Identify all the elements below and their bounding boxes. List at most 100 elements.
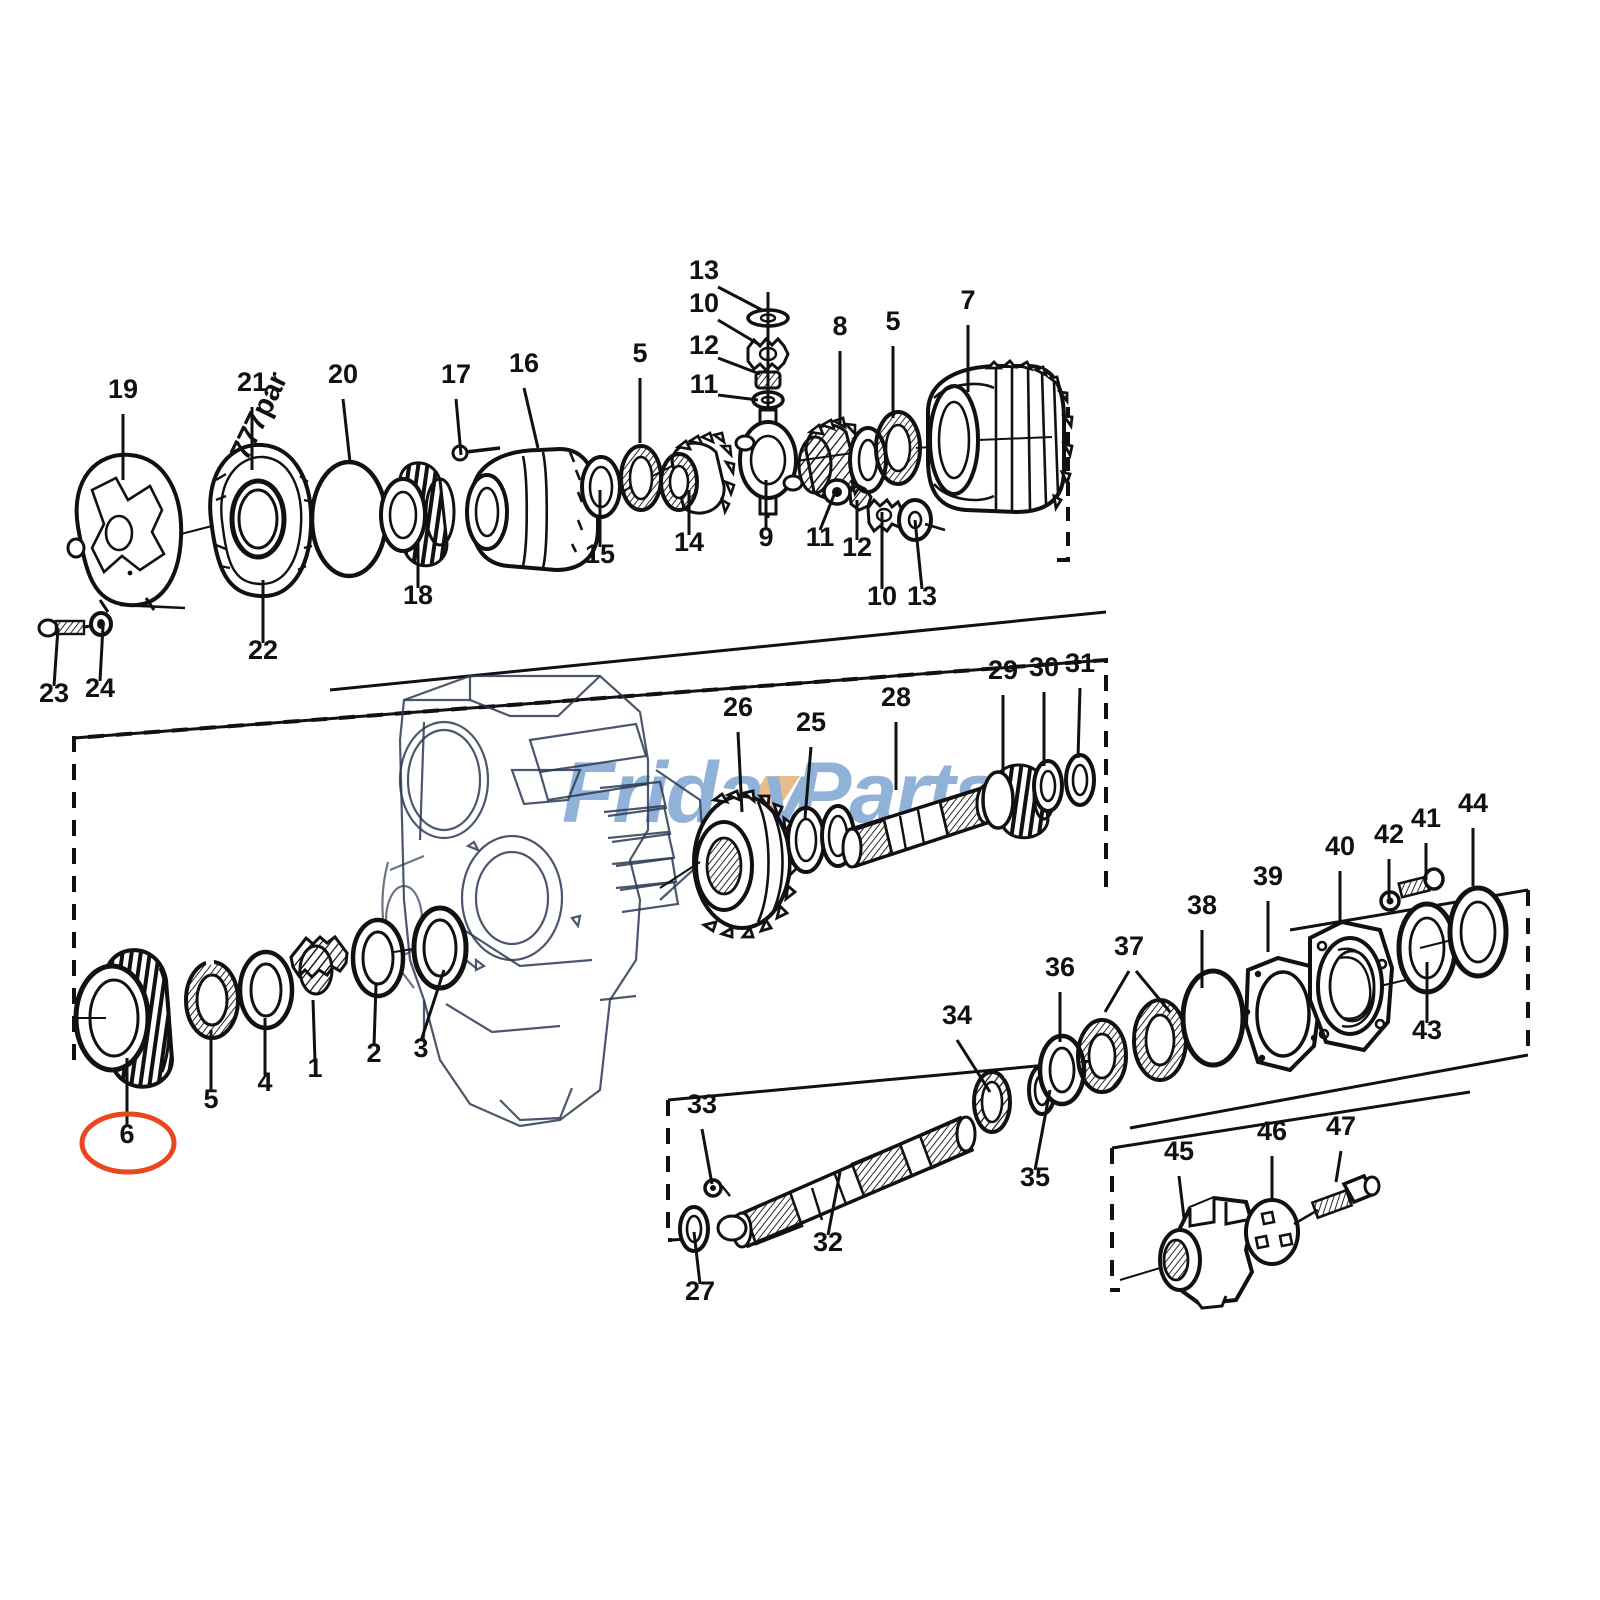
callout-31: 31 (1065, 648, 1095, 759)
callout-number: 8 (832, 311, 847, 341)
callout-14: 14 (674, 490, 704, 557)
callout-21: 21 (237, 367, 267, 470)
callout-number: 10 (867, 581, 897, 611)
callout-number: 5 (632, 338, 647, 368)
callout-number: 28 (881, 682, 911, 712)
part-11-spacer-lower (822, 478, 852, 506)
part-42-washer (1379, 890, 1401, 912)
callout-leader-line (372, 984, 378, 1047)
part-9-cross-shaft (734, 292, 861, 518)
callout-number: 11 (806, 522, 835, 552)
part-38-o-ring (1180, 968, 1246, 1068)
callout-number: 13 (689, 255, 719, 285)
callout-number: 24 (85, 673, 115, 703)
callout-number: 33 (687, 1089, 717, 1119)
callout-number: 43 (1412, 1015, 1442, 1045)
callout-41: 41 (1411, 803, 1441, 880)
callout-leader-line (1076, 687, 1082, 759)
callout-number: 9 (758, 522, 773, 552)
callout-17: 17 (441, 359, 471, 456)
callout-number: 32 (813, 1227, 843, 1257)
callout-number: 1 (307, 1053, 322, 1083)
callout-number: 37 (1114, 931, 1144, 961)
part-37-bearing-b (1132, 998, 1188, 1082)
part-12-thrust-lower (848, 483, 873, 512)
callout-5: 5 (885, 306, 901, 418)
group-yoke-top (1111, 1090, 1471, 1150)
part-5-bearing-upper (619, 444, 663, 512)
callout-37: 37 (1103, 931, 1144, 1013)
callout-38: 38 (1187, 890, 1217, 988)
lower-shaft-assembly (678, 1033, 1087, 1253)
part-46-flange-washer (1244, 1198, 1319, 1266)
group-lower-shaft-top (667, 1058, 1103, 1102)
part-33-ball (703, 1178, 731, 1198)
callout-9: 9 (758, 480, 774, 552)
callout-36: 36 (1045, 952, 1075, 1042)
callout-number: 26 (723, 692, 753, 722)
callout-leader-line (700, 1128, 714, 1185)
callout-35: 35 (1020, 1089, 1052, 1192)
part-31-snap-ring (1064, 753, 1096, 807)
callout-number: 36 (1045, 952, 1075, 982)
callout-number: 16 (509, 348, 539, 378)
part-41-bolt (1397, 867, 1445, 899)
callout-number: 42 (1374, 819, 1404, 849)
group-lower-shaft-dashed (666, 1100, 672, 1242)
callout-28: 28 (881, 682, 911, 790)
callout-26: 26 (723, 692, 753, 813)
callout-10: 10 (689, 288, 761, 347)
callout-13: 13 (689, 255, 763, 312)
part-13-washer-lower (897, 498, 946, 542)
callout-32: 32 (813, 1171, 843, 1257)
group-main-case-dashed (72, 657, 1108, 1060)
callout-number: 18 (403, 580, 433, 610)
callout-number: 19 (108, 374, 138, 404)
callout-leader-line (419, 969, 446, 1042)
yoke-assembly (1119, 1173, 1381, 1310)
callout-number: 31 (1065, 648, 1095, 678)
callout-34: 34 (942, 1000, 992, 1093)
callout-44: 44 (1458, 788, 1488, 886)
callout-number: 22 (248, 635, 278, 665)
callout-18: 18 (403, 540, 433, 610)
callout-number: 40 (1325, 831, 1355, 861)
callout-5: 5 (632, 338, 648, 443)
callout-number: 25 (796, 707, 826, 737)
callout-leader-line (717, 393, 759, 402)
part-26-drive-gear (659, 789, 801, 939)
group-main-case-solid-top (73, 658, 1107, 740)
callout-12: 12 (842, 500, 872, 562)
part-2-bearing-race (350, 917, 433, 999)
callout-11: 11 (690, 369, 759, 402)
part-28-main-shaft (841, 783, 997, 869)
callout-number: 5 (203, 1084, 218, 1114)
callout-number: 7 (960, 285, 975, 315)
part-6-taper-bearing[interactable] (73, 948, 175, 1089)
callout-42: 42 (1374, 819, 1404, 898)
callout-4: 4 (257, 1018, 273, 1097)
callout-3: 3 (413, 969, 446, 1063)
callout-number: 15 (585, 539, 615, 569)
callout-leader-line (826, 1171, 842, 1236)
lower-left-assembly (73, 905, 469, 1089)
callout-number: 35 (1020, 1162, 1050, 1192)
callout-8: 8 (832, 311, 848, 425)
callout-number: 4 (257, 1067, 272, 1097)
section-divider (329, 610, 1107, 692)
callout-number: 34 (942, 1000, 972, 1030)
part-19-end-cover (66, 452, 244, 613)
callout-number: 11 (690, 369, 719, 399)
part-39-gasket (1243, 955, 1323, 1073)
callout-23: 23 (39, 627, 69, 708)
callout-5: 5 (203, 1030, 219, 1114)
callout-number: 45 (1164, 1136, 1194, 1166)
callout-15: 15 (585, 490, 615, 569)
callout-number: 23 (39, 678, 69, 708)
callout-40: 40 (1325, 831, 1355, 922)
callout-leader-line (913, 519, 924, 590)
callout-19: 19 (108, 374, 138, 480)
part-24-washer (89, 611, 113, 637)
